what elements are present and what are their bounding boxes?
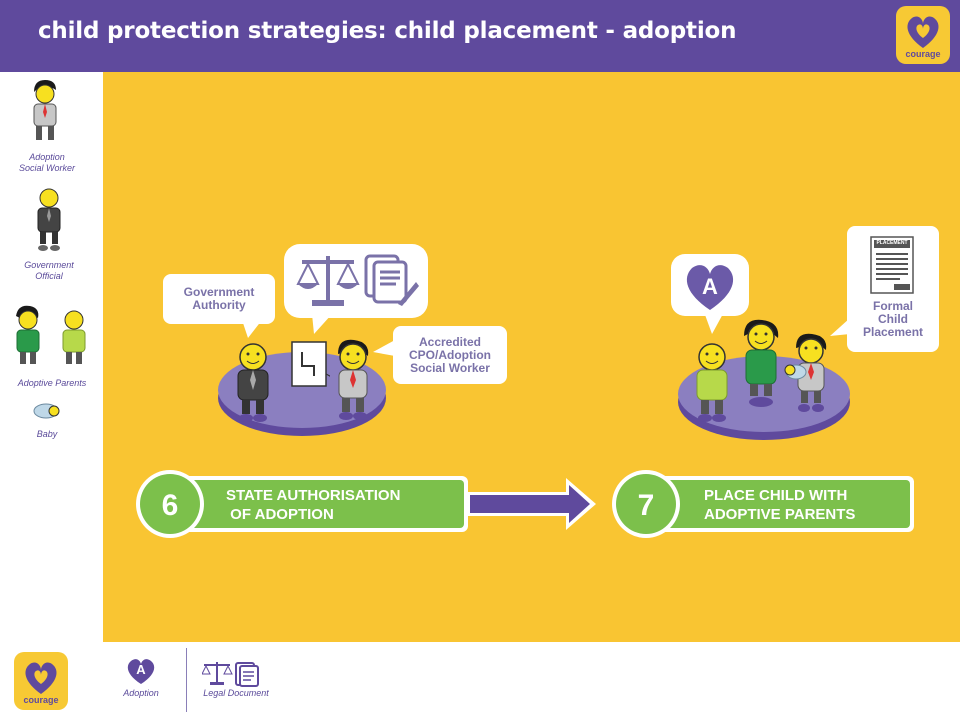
legend-label-baby: Baby bbox=[20, 429, 74, 440]
footer-courage-logo: courage bbox=[14, 652, 68, 710]
signed-document-icon bbox=[291, 341, 330, 387]
adoption-heart-icon bbox=[686, 265, 734, 310]
placement-document-icon bbox=[870, 236, 914, 294]
bubble-tail bbox=[312, 314, 332, 334]
legal-document-icon bbox=[202, 662, 259, 687]
government-authority-label: Government Authority bbox=[183, 285, 255, 312]
step-6-line-2: OF ADOPTION bbox=[226, 506, 334, 523]
documents-icon bbox=[364, 254, 419, 306]
legend-label-adoptive-parents: Adoptive Parents bbox=[4, 378, 100, 389]
step-6-line-1: STATE AUTHORISATION bbox=[226, 487, 401, 504]
government-authority-bubble bbox=[163, 274, 275, 324]
legend-sidebar bbox=[0, 72, 103, 642]
heart-logo-icon bbox=[907, 16, 939, 48]
adoption-social-worker-figure bbox=[33, 80, 57, 140]
legend-text: Baby bbox=[36, 429, 58, 439]
logo-text: courage bbox=[23, 695, 59, 705]
adoptive-parents-figure bbox=[16, 305, 86, 364]
adoptive-mother-character bbox=[744, 319, 779, 407]
step-7-banner bbox=[612, 470, 914, 538]
baby-figure bbox=[33, 403, 60, 419]
legend-label-government-official: Government Official bbox=[8, 260, 90, 282]
courage-logo: courage bbox=[896, 6, 950, 64]
header-bar: child protection strategies: child place… bbox=[0, 0, 960, 72]
legend-label-adoption-social-worker: Adoption Social Worker bbox=[8, 152, 86, 174]
footer-divider bbox=[186, 648, 187, 712]
step-7-number: 7 bbox=[637, 489, 655, 522]
placement-document-header: PLACEMENT bbox=[876, 240, 908, 246]
footer-label-legal-document: Legal Document bbox=[203, 688, 269, 698]
adoptive-father-character bbox=[696, 343, 728, 422]
bubble-tail bbox=[830, 318, 850, 336]
step-6-number: 6 bbox=[161, 489, 179, 522]
legend-text: Government Official bbox=[24, 260, 74, 281]
bubble-tail bbox=[373, 340, 395, 356]
worker-with-baby-character bbox=[784, 333, 827, 412]
step-7-label: PLACE CHILD WITH ADOPTIVE PARENTS bbox=[704, 486, 914, 524]
footer-label-adoption: Adoption bbox=[123, 688, 159, 698]
bubble-tail bbox=[704, 312, 724, 334]
process-arrow bbox=[468, 478, 596, 530]
government-official-character bbox=[237, 343, 269, 422]
bubble-tail bbox=[242, 320, 262, 338]
footer-legend bbox=[0, 642, 960, 720]
page-title: child protection strategies: child place… bbox=[38, 18, 737, 44]
logo-text: courage bbox=[905, 49, 941, 59]
adoption-heart-letter: A bbox=[702, 274, 718, 299]
step-7-line-1: PLACE CHILD WITH bbox=[704, 487, 848, 504]
step-6-label: STATE AUTHORISATION OF ADOPTION bbox=[226, 486, 466, 524]
adoption-heart-icon bbox=[127, 659, 155, 684]
accredited-worker-bubble bbox=[393, 326, 507, 384]
heart-logo-icon bbox=[25, 662, 57, 694]
government-official-figure bbox=[37, 188, 61, 251]
accredited-worker-label: Accredited CPO/Adoption Social Worker bbox=[409, 335, 491, 375]
formal-placement-label: Formal Child Placement bbox=[862, 299, 924, 339]
social-worker-character bbox=[338, 339, 369, 420]
footer-adoption-letter: A bbox=[136, 662, 146, 677]
scales-of-justice-icon bbox=[296, 256, 360, 306]
legend-text: Adoption Social Worker bbox=[18, 152, 75, 173]
legend-text: Adoptive Parents bbox=[17, 378, 87, 388]
step-6-banner bbox=[136, 470, 468, 538]
step-7-line-2: ADOPTIVE PARENTS bbox=[704, 506, 856, 523]
